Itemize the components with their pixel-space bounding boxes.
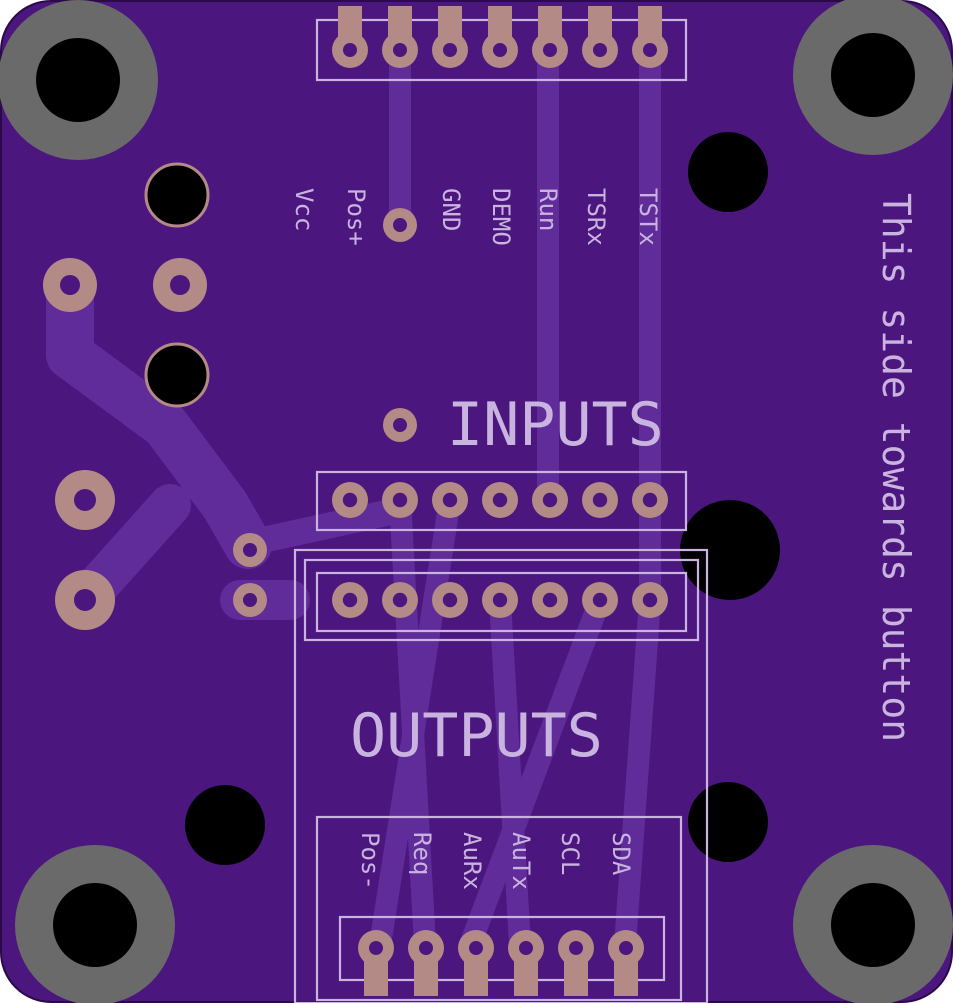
bottom-header-pin [408, 930, 444, 996]
output-pin [632, 582, 668, 618]
top-header-label: GND [437, 188, 465, 231]
mounting-hole-top-left [0, 0, 158, 160]
mounting-hole-top-right [793, 0, 953, 155]
top-header-labels: Vcc Pos+ GND DEMO Run TSRx TSTx [290, 188, 662, 246]
top-header-label: TSTx [634, 188, 662, 246]
top-header-pin [632, 6, 668, 68]
output-pin [332, 582, 368, 618]
bottom-header-label: Pos- [356, 832, 384, 890]
output-pin [482, 582, 518, 618]
bottom-header-pin [508, 930, 544, 996]
top-header-pin [482, 6, 518, 68]
bottom-header-pin [608, 930, 644, 996]
bottom-header-pin [458, 930, 494, 996]
bottom-header-label: AuTx [507, 832, 535, 890]
bottom-header [315, 815, 683, 1002]
top-header [315, 6, 688, 82]
bottom-header-label: AuRx [458, 832, 486, 890]
top-header-label: DEMO [487, 188, 515, 246]
bottom-header-pin [358, 930, 394, 996]
bottom-header-label: SCL [556, 832, 584, 875]
top-header-label: Run [534, 188, 562, 231]
input-pin [332, 482, 368, 518]
bottom-header-pin [558, 930, 594, 996]
top-header-label: TSRx [582, 188, 610, 246]
output-pin [432, 582, 468, 618]
top-header-pin [332, 6, 368, 68]
inputs-title: INPUTS [447, 390, 664, 460]
bottom-header-labels: Pos- Req AuRx AuTx SCL SDA [356, 832, 635, 890]
input-pin [582, 482, 618, 518]
mounting-hole-bottom-right [793, 845, 953, 1003]
outputs-header [293, 548, 709, 1003]
top-header-pin [432, 6, 468, 68]
output-pin [382, 582, 418, 618]
input-pin [532, 482, 568, 518]
input-pin [432, 482, 468, 518]
left-pads [43, 208, 417, 630]
top-header-label: Vcc [290, 188, 318, 231]
top-header-pin [382, 6, 418, 68]
bottom-header-label: SDA [607, 832, 635, 876]
output-pin [582, 582, 618, 618]
bottom-header-label: Req [408, 832, 436, 875]
input-pin [632, 482, 668, 518]
side-note: This side towards button [874, 193, 918, 742]
input-pin [482, 482, 518, 518]
mounting-hole-bottom-left [15, 845, 175, 1003]
top-header-label: Pos+ [342, 188, 370, 246]
inputs-header [315, 470, 688, 532]
output-pin [532, 582, 568, 618]
outputs-title: OUTPUTS [350, 701, 603, 771]
top-header-pin [582, 6, 618, 68]
input-pin [382, 482, 418, 518]
top-header-pin [532, 6, 568, 68]
